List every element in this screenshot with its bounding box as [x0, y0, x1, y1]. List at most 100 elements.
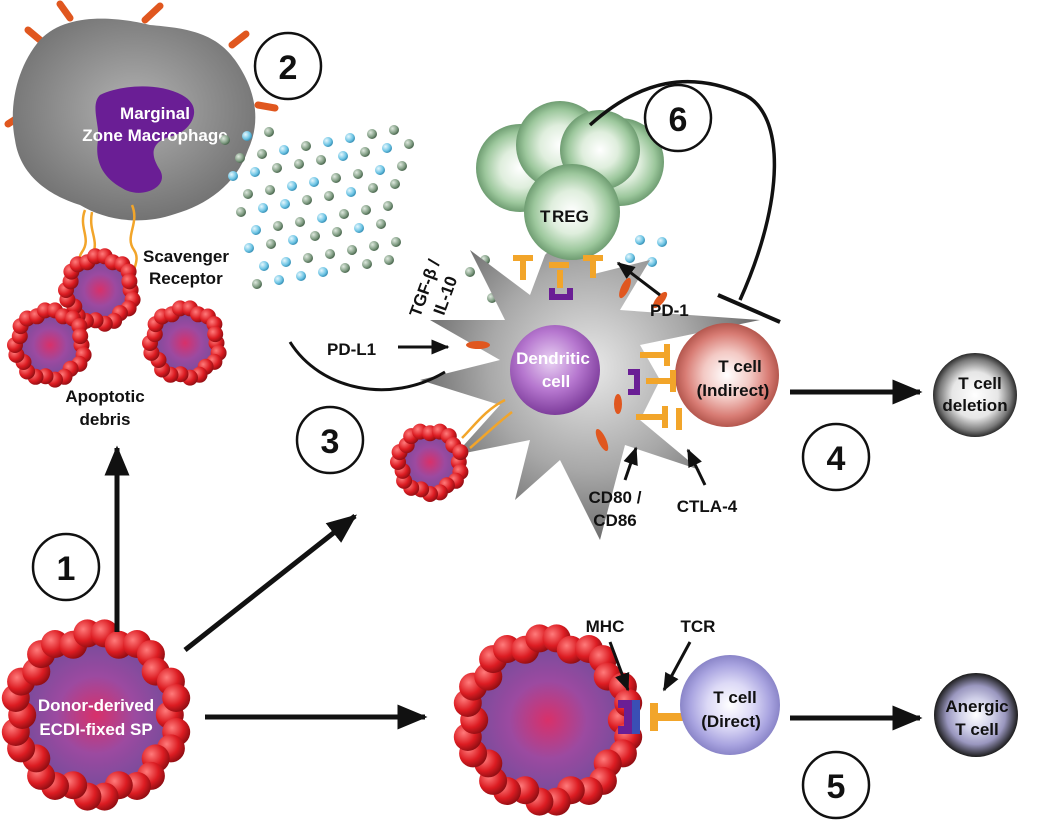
cytokine-dot	[375, 165, 385, 175]
cytokine-dot	[331, 173, 341, 183]
cytokine-dot	[369, 241, 379, 251]
cytokine-dot	[273, 221, 283, 231]
cytokine-dot	[354, 223, 364, 233]
macrophage-label-line2: Zone Macrophage	[82, 126, 227, 145]
pd1-label: PD-1	[650, 301, 689, 320]
cytokine-dot	[266, 239, 276, 249]
cytokine-dot	[244, 243, 254, 253]
tgf-il10-label: TGF-β / IL-10	[406, 257, 461, 320]
treg-cell	[524, 164, 620, 260]
cytokine-dot	[301, 141, 311, 151]
cytokine-dot	[389, 125, 399, 135]
treg-label-sub: REG	[552, 207, 589, 226]
cytokine-dot	[258, 203, 268, 213]
cytokine-dot	[243, 189, 253, 199]
step-1: 1	[31, 532, 101, 602]
cytokine-dot	[332, 227, 342, 237]
cytokine-dot	[252, 279, 262, 289]
apoptotic-debris-2	[7, 302, 92, 388]
inhibition-loop	[588, 79, 777, 301]
cytokine-dot	[391, 237, 401, 247]
donor-sp-label-line1: Donor-derived	[38, 696, 154, 715]
arrow-ctla4	[686, 448, 707, 486]
apoptotic-debris-1	[58, 248, 141, 332]
bead-ring	[142, 300, 227, 386]
tcell-direct-label-line2: (Direct)	[701, 712, 761, 731]
cytokine-dot	[338, 151, 348, 161]
anergic-label-line1: Anergic	[945, 697, 1008, 716]
apoptotic-debris-3	[142, 300, 227, 386]
tcr-label: TCR	[681, 617, 716, 636]
pdl1-arc	[288, 341, 446, 392]
bead-ring	[453, 624, 643, 816]
cytokine-dot	[281, 257, 291, 267]
dc-tcell-synapse	[614, 344, 682, 430]
bead-ring	[58, 248, 141, 332]
cytokine-dot	[274, 275, 284, 285]
cytokine-dot	[465, 267, 475, 277]
bead-ring	[7, 302, 92, 388]
cytokine-dot	[347, 245, 357, 255]
cytokine-dot	[294, 159, 304, 169]
cytokine-dot	[324, 191, 334, 201]
cytokine-dot	[318, 267, 328, 277]
cytokine-dot	[228, 171, 238, 181]
cytokine-dot	[296, 271, 306, 281]
cytokine-dot	[309, 177, 319, 187]
dc-engulfed-debris	[390, 423, 469, 502]
arrow-tcr	[662, 641, 692, 692]
donor-sp-label-line2: ECDI-fixed SP	[39, 720, 152, 739]
bead-ring	[390, 423, 469, 502]
cytokine-dot	[360, 147, 370, 157]
cytokine-dot	[345, 133, 355, 143]
mhc-label: MHC	[586, 617, 625, 636]
cd80-label-line2: CD86	[593, 511, 636, 530]
step-3: 3	[295, 405, 365, 475]
cytokine-dot	[657, 237, 667, 247]
tcell-indirect: T cell (Indirect)	[675, 323, 779, 427]
cytokine-dot	[384, 255, 394, 265]
step-5-number: 5	[827, 768, 846, 806]
cytokine-dot	[376, 219, 386, 229]
cytokine-dot	[279, 145, 289, 155]
cytokine-dot	[265, 185, 275, 195]
dendritic-cell-nucleus	[510, 325, 600, 415]
tcell-indirect-label-line1: T cell	[718, 357, 761, 376]
mhc-tcr-synapse	[618, 700, 688, 734]
cytokine-dot	[235, 153, 245, 163]
debris-bead	[121, 273, 138, 290]
macrophage-nucleus	[95, 86, 195, 193]
cytokine-dot	[325, 249, 335, 259]
dendritic-cell-label-line1: Dendritic	[516, 349, 590, 368]
treg-cluster: T REG	[476, 101, 664, 260]
cytokine-dot	[323, 137, 333, 147]
cytokine-dot	[287, 181, 297, 191]
dendritic-cell: Dendritic cell	[420, 195, 760, 540]
anergic-tcell: Anergic T cell	[934, 673, 1018, 757]
cytokine-dot	[242, 131, 252, 141]
cytokine-dot	[339, 209, 349, 219]
pdl1-receptor	[466, 341, 490, 349]
cytokine-dot	[382, 143, 392, 153]
cytokine-dots	[220, 125, 667, 303]
step-5: 5	[801, 750, 871, 820]
step-4: 4	[801, 422, 871, 492]
cd80-label-line1: CD80 /	[589, 488, 642, 507]
cytokine-dot	[346, 187, 356, 197]
apoptotic-debris-label-line1: Apoptotic	[65, 387, 144, 406]
cytokine-dot	[397, 161, 407, 171]
cytokine-dot	[259, 261, 269, 271]
cytokine-dot	[353, 169, 363, 179]
inhibition-bar	[717, 293, 781, 324]
tcell-deletion-label-line1: T cell	[958, 374, 1001, 393]
cytokine-dot	[236, 207, 246, 217]
treg-label: T	[540, 207, 551, 226]
cytokine-dot	[390, 179, 400, 189]
cytokine-dot	[257, 149, 267, 159]
debris-bead	[72, 328, 89, 345]
cytokine-dot	[362, 259, 372, 269]
step-3-number: 3	[321, 423, 340, 461]
label-pointer-arrows	[398, 261, 707, 692]
cytokine-dot	[316, 155, 326, 165]
